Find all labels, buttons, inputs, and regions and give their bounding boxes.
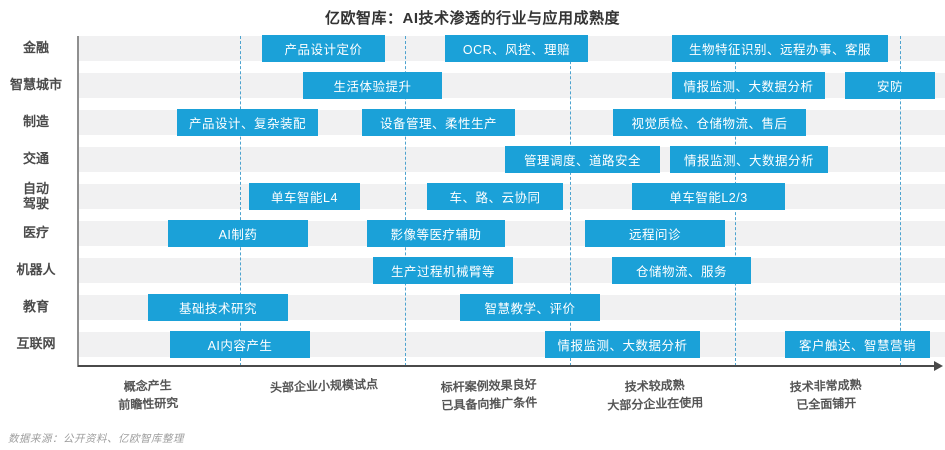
- application-box: 智慧教学、评价: [460, 294, 600, 321]
- application-box: 管理调度、道路安全: [505, 146, 660, 173]
- row-label: 教育: [22, 299, 49, 315]
- application-box: 设备管理、柔性生产: [362, 109, 515, 136]
- stage-label: 技术非常成熟 已全面铺开: [789, 377, 862, 413]
- application-box: 单车智能L4: [249, 183, 360, 210]
- stage-divider-line: [405, 36, 406, 366]
- application-box: 视觉质检、仓储物流、售后: [613, 109, 806, 136]
- application-box: 影像等医疗辅助: [367, 220, 505, 247]
- application-box: 单车智能L2/3: [632, 183, 785, 210]
- row-label: 互联网: [16, 336, 56, 352]
- row-label: 自动 驾驶: [22, 180, 49, 211]
- row-label: 金融: [22, 40, 49, 56]
- row-label: 机器人: [16, 262, 56, 278]
- source-note: 数据来源：公开资料、亿欧智库整理: [8, 433, 184, 445]
- row-label: 交通: [22, 151, 49, 167]
- stage-divider-line: [570, 36, 571, 366]
- application-box: 情报监测、大数据分析: [672, 72, 825, 99]
- application-box: 安防: [845, 72, 935, 99]
- application-box: AI内容产生: [170, 331, 310, 358]
- row-label: 制造: [22, 114, 49, 130]
- stage-label: 概念产生 前瞻性研究: [118, 378, 179, 413]
- application-box: 仓储物流、服务: [612, 257, 751, 284]
- x-axis-arrow-icon: [934, 361, 943, 371]
- application-box: 生物特征识别、远程办事、客服: [672, 35, 888, 62]
- application-box: 基础技术研究: [148, 294, 288, 321]
- stage-label: 技术较成熟 大部分企业在使用: [607, 377, 704, 413]
- application-box: AI制药: [168, 220, 308, 247]
- application-box: 生产过程机械臂等: [373, 257, 513, 284]
- application-box: OCR、风控、理赔: [445, 35, 588, 62]
- stage-label: 标杆案例效果良好 已具备向推广条件: [440, 377, 538, 413]
- application-box: 客户触达、智慧营销: [785, 331, 930, 358]
- application-box: 情报监测、大数据分析: [545, 331, 700, 358]
- application-box: 远程问诊: [585, 220, 725, 247]
- application-box: 产品设计、复杂装配: [177, 109, 318, 136]
- chart-title: 亿欧智库：AI技术渗透的行业与应用成熟度: [324, 10, 620, 27]
- x-axis-line: [78, 365, 934, 367]
- application-box: 产品设计定价: [262, 35, 385, 62]
- y-axis-line: [77, 36, 79, 367]
- application-box: 车、路、云协同: [427, 183, 563, 210]
- row-label: 智慧城市: [9, 77, 62, 93]
- stage-divider-line: [240, 36, 241, 366]
- stage-label: 头部企业小规模试点: [269, 377, 379, 395]
- application-box: 情报监测、大数据分析: [670, 146, 828, 173]
- row-label: 医疗: [22, 225, 49, 241]
- application-box: 生活体验提升: [303, 72, 442, 99]
- stage-divider-line: [900, 36, 901, 366]
